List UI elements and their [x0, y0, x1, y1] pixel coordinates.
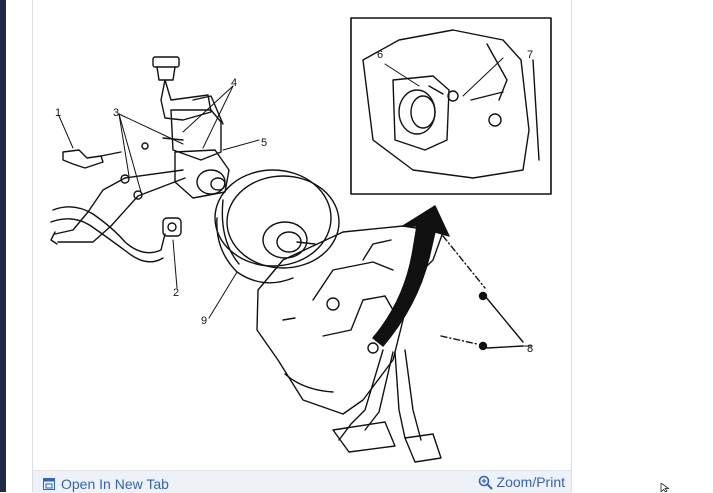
magnifier-plus-icon	[478, 475, 493, 489]
callout-1: 1	[55, 107, 61, 119]
master-cylinder-reservoir	[152, 56, 224, 161]
left-edge-strip	[0, 0, 6, 492]
open-in-new-tab-link[interactable]: Open In New Tab	[43, 476, 169, 492]
brake-booster	[214, 169, 340, 284]
mouse-cursor-icon	[660, 483, 670, 492]
image-card: 1 3 4 5 2 9 8 6 7 Open In New Tab	[32, 0, 572, 493]
image-footer: Open In New Tab Zoom/Print	[33, 470, 571, 493]
callout-9: 9	[201, 315, 207, 327]
callout-3: 3	[113, 107, 119, 119]
callout-7: 7	[527, 49, 533, 61]
callout-4: 4	[231, 77, 237, 89]
callout-5: 5	[261, 137, 267, 149]
detail-arrow	[372, 205, 450, 347]
callout-2: 2	[173, 287, 179, 299]
vacuum-check-valve	[50, 206, 182, 263]
brake-booster-diagram: 1 3 4 5 2 9 8 6 7	[50, 17, 552, 463]
inset-detail	[350, 17, 552, 195]
zoom-print-label: Zoom/Print	[496, 474, 565, 490]
zoom-print-link[interactable]: Zoom/Print	[478, 474, 565, 490]
open-in-new-tab-label: Open In New Tab	[61, 476, 169, 492]
callout-6: 6	[377, 49, 383, 61]
open-new-tab-icon	[43, 478, 55, 490]
brake-fluid-level-sensor	[62, 149, 122, 169]
callout-8: 8	[527, 343, 533, 355]
brake-lines	[50, 142, 186, 245]
brake-pedal-assembly	[332, 349, 442, 463]
leader-lines	[58, 85, 532, 347]
mounting-nuts	[440, 235, 524, 351]
